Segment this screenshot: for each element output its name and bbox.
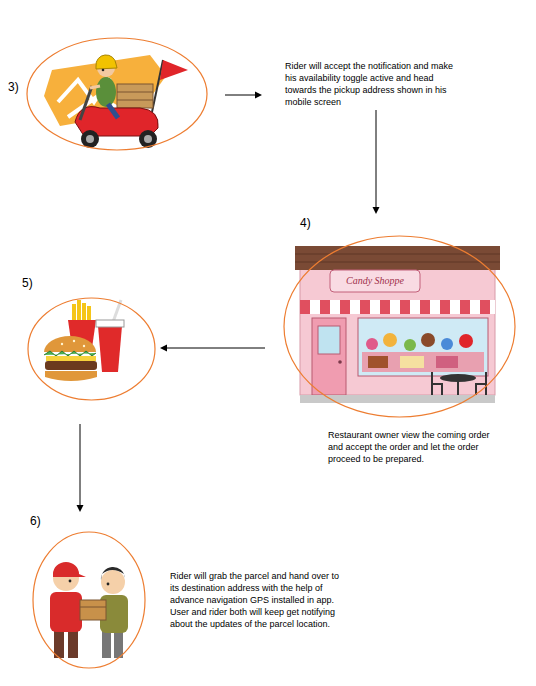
flow-arrow <box>77 424 84 512</box>
handover-illustration-part <box>53 562 86 577</box>
shop-illustration-part <box>318 326 340 354</box>
step-description: Restaurant owner view the coming order a… <box>326 429 505 465</box>
step-circle: 3) <box>5 36 210 152</box>
ellipse-border <box>28 298 155 400</box>
step-number: 4) <box>300 216 324 230</box>
handover-illustration-part <box>101 567 125 580</box>
handover-illustration <box>50 562 128 658</box>
rider-illustration-part <box>86 135 94 143</box>
arrow-head <box>77 505 84 512</box>
food-illustration-part <box>44 336 96 352</box>
ellipse-outline <box>28 512 148 670</box>
handover-illustration-part <box>80 607 106 608</box>
shop-illustration-part <box>368 356 388 368</box>
shop-illustration-part <box>366 338 378 350</box>
description-text: Rider will grab the parcel and hand over… <box>168 570 347 630</box>
shop-illustration-part <box>459 334 473 348</box>
shop-illustration-part <box>421 333 435 347</box>
handover-illustration-part <box>114 630 123 658</box>
food-illustration-part <box>45 371 97 381</box>
handover-illustration-part <box>50 592 82 632</box>
rider-illustration-part <box>102 69 105 72</box>
shop-illustration-part <box>300 300 490 314</box>
ellipse-border <box>33 532 145 668</box>
rider-illustration-part <box>117 92 153 93</box>
description-text: Restaurant owner view the coming order a… <box>326 429 505 465</box>
step-description: Rider will grab the parcel and hand over… <box>168 570 347 630</box>
food-illustration-part <box>73 340 75 342</box>
rider-illustration-part <box>152 60 163 112</box>
food-illustration-part <box>98 326 122 372</box>
handover-illustration-part <box>80 600 106 620</box>
flow-arrow <box>160 345 265 352</box>
food-illustration-part <box>44 351 96 356</box>
rider-illustration-part <box>90 86 100 88</box>
step-circle: 4) Candy Shoppe <box>283 214 517 419</box>
shop-illustration-part <box>330 270 420 292</box>
rider-illustration-part <box>81 130 99 148</box>
ellipse-border <box>27 38 207 150</box>
shop-illustration-part <box>441 338 453 350</box>
shop-illustration-part <box>362 352 484 372</box>
shop-illustration-part <box>476 372 486 396</box>
arrow-line <box>80 424 81 505</box>
arrow-line <box>167 348 265 349</box>
shop-illustration-part <box>295 254 500 262</box>
shop-illustration-part <box>295 246 500 270</box>
shop-illustration-part <box>338 360 342 364</box>
food-illustration-part <box>61 343 63 345</box>
step-circle: 5) <box>15 272 157 402</box>
arrow-line <box>376 110 377 207</box>
rider-illustration-part <box>96 77 116 107</box>
shop-illustration-part <box>312 318 346 395</box>
arrow-head <box>373 207 380 214</box>
shop-illustration-part <box>432 372 442 396</box>
handover-illustration-part <box>102 630 111 658</box>
shop-illustration-part <box>404 339 416 351</box>
step-number: 6) <box>30 514 50 528</box>
flow-arrow <box>373 110 380 214</box>
handover-illustration-part <box>68 628 78 658</box>
rider-illustration-part <box>144 135 152 143</box>
rider-illustration-part <box>117 100 153 101</box>
arrow-head <box>160 345 167 352</box>
rider-illustration-part <box>108 104 118 118</box>
shop-illustration-part <box>358 318 488 376</box>
shop-illustration-part <box>300 300 495 314</box>
food-illustration-part <box>96 320 124 327</box>
handover-illustration-part <box>54 628 64 658</box>
shop-illustration-part <box>400 356 424 368</box>
rider-illustration-part <box>96 55 117 69</box>
ellipse-outline <box>283 214 517 419</box>
step-circle: 6) <box>28 512 148 670</box>
flow-arrow <box>225 92 262 99</box>
handover-illustration-part <box>107 583 110 586</box>
shop-illustration-part <box>383 333 397 347</box>
rider-illustration <box>44 55 188 148</box>
shop-sign-text: Candy Shoppe <box>330 270 420 292</box>
arrow-head <box>255 92 262 99</box>
shop-illustration-part <box>436 356 458 368</box>
shop-illustration <box>295 246 500 403</box>
description-text: Rider will accept the notification and m… <box>262 60 466 108</box>
handover-illustration-part <box>101 570 125 594</box>
step-description: Rider will accept the notification and m… <box>262 60 466 108</box>
arrow-line <box>225 95 255 96</box>
step-number: 5) <box>22 276 42 290</box>
food-illustration-part <box>83 345 85 347</box>
rider-illustration-part <box>160 60 188 80</box>
handover-illustration-part <box>69 580 72 583</box>
ellipse-outline <box>5 36 210 152</box>
shop-illustration-part <box>300 268 495 395</box>
shop-illustration-part <box>457 378 459 396</box>
step-number: 3) <box>8 80 28 94</box>
ellipse-outline <box>15 272 157 402</box>
rider-illustration-part <box>117 84 153 108</box>
rider-illustration-part <box>80 86 92 120</box>
food-illustration <box>44 300 124 381</box>
food-illustration-part <box>45 361 97 370</box>
food-illustration-part <box>46 356 96 361</box>
ellipse-border <box>284 236 515 417</box>
